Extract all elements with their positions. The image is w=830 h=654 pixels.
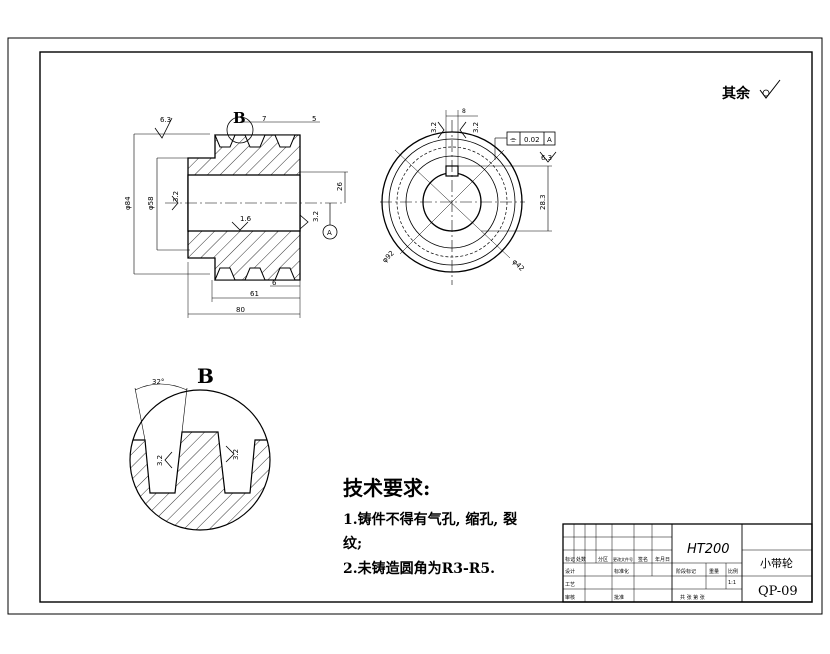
roughness-face-value: 3.2 xyxy=(312,211,320,222)
tech-req-line-1: 1.铸件不得有气孔, 缩孔, 裂 xyxy=(343,511,517,528)
dim-depth-value: 28.3 xyxy=(539,194,547,210)
roughness-symbol-icon xyxy=(437,121,445,139)
scale-value: 1:1 xyxy=(728,580,736,586)
dim-diameter-leader xyxy=(399,149,505,255)
roughness-right-value: 3.2 xyxy=(232,449,240,460)
groove-top xyxy=(214,134,296,148)
tolerance-datum: A xyxy=(547,136,552,144)
angle-leader-right xyxy=(181,387,188,433)
roughness-check-icon xyxy=(759,79,781,99)
roughness-symbol-icon xyxy=(231,221,249,231)
tolerance-symbol-icon: ⌯ xyxy=(510,135,517,144)
tolerance-value: 0.02 xyxy=(524,136,540,144)
tech-req-line-3: 2.未铸造圆角为R3-R5. xyxy=(343,560,495,577)
process-label: 工艺 xyxy=(565,582,575,588)
dim-6-value: 6 xyxy=(272,279,277,287)
keyway-width-value: 8 xyxy=(462,108,466,115)
roughness-inner-value: 1.6 xyxy=(240,215,252,223)
ratio-label: 比例 xyxy=(728,568,738,575)
roughness-key-value: 3.2 xyxy=(430,122,438,133)
groove-bottom xyxy=(214,267,296,281)
sheets-label: 共 张 第 张 xyxy=(680,594,705,601)
roughness-symbol-icon xyxy=(225,445,235,463)
angle-arc xyxy=(134,383,188,391)
detail-angle-value: 32° xyxy=(152,378,164,386)
inner-frame xyxy=(39,51,813,603)
detail-b-title: B xyxy=(197,364,214,388)
dim-26-value: 26 xyxy=(336,182,344,191)
detail-b-circle xyxy=(226,116,254,144)
dim-bore-value: φ58 xyxy=(147,196,155,210)
roughness-bore-value: 3.2 xyxy=(172,191,180,202)
datum-a-label: A xyxy=(327,229,332,237)
part-name: 小带轮 xyxy=(760,556,793,570)
drawing-number: QP-09 xyxy=(758,584,798,599)
standard-label: 标准化 xyxy=(614,568,629,575)
stage-label: 阶段标记 xyxy=(676,568,696,575)
detail-b-marker: B xyxy=(233,109,246,127)
roughness-symbol-icon xyxy=(171,195,179,211)
general-roughness-note: 其余 xyxy=(722,79,781,102)
datum-a-circle xyxy=(322,224,338,240)
row-label-change: 更改文件号 xyxy=(613,556,633,562)
roughness-circle-icon xyxy=(762,89,770,97)
approve-label: 批准 xyxy=(614,594,624,601)
roughness-symbol-icon xyxy=(459,121,467,139)
roughness-top-value: 6.3 xyxy=(541,154,552,162)
angle-leader-left xyxy=(134,387,146,441)
dim-r2-value: φ42 xyxy=(511,258,526,273)
dim-r1-value: φ92 xyxy=(381,249,396,264)
dim-pitch-value: 7 xyxy=(262,115,266,123)
title-block xyxy=(562,523,813,603)
roughness-symbol-icon xyxy=(539,151,557,163)
row-label-zone: 分区 xyxy=(598,556,608,563)
material-value: HT200 xyxy=(687,542,730,557)
row-label-count: 处数 xyxy=(576,556,586,563)
detail-boundary xyxy=(129,389,271,531)
tech-req-line-2: 纹; xyxy=(343,535,362,552)
dim-5-value: 5 xyxy=(312,115,316,123)
detail-b-view xyxy=(129,383,271,531)
tolerance-frame xyxy=(506,131,556,146)
dim-od-value: φ84 xyxy=(124,196,132,210)
dim-80-value: 80 xyxy=(236,306,245,314)
roughness-note-label: 其余 xyxy=(722,85,751,102)
review-label: 审核 xyxy=(565,594,575,601)
weight-label: 重量 xyxy=(709,568,719,575)
row-label-sign: 签名 xyxy=(638,556,648,563)
roughness-value: 6.3 xyxy=(160,116,171,124)
roughness-symbol-icon xyxy=(299,214,309,230)
row-label-mark: 标记 xyxy=(565,556,575,563)
roughness-left-value: 3.2 xyxy=(156,455,164,466)
roughness-side-value: 3.2 xyxy=(472,122,480,133)
outer-border xyxy=(7,37,823,615)
roughness-symbol-icon xyxy=(154,117,173,139)
side-view xyxy=(380,110,557,285)
row-label-date: 年月日 xyxy=(655,556,670,563)
main-section-view xyxy=(133,116,348,318)
tech-req-title: 技术要求: xyxy=(343,476,430,500)
roughness-symbol-icon xyxy=(164,451,173,469)
design-label: 设计 xyxy=(565,568,575,575)
dim-diameter-leader-2 xyxy=(394,149,511,259)
dim-61-value: 61 xyxy=(250,290,259,298)
